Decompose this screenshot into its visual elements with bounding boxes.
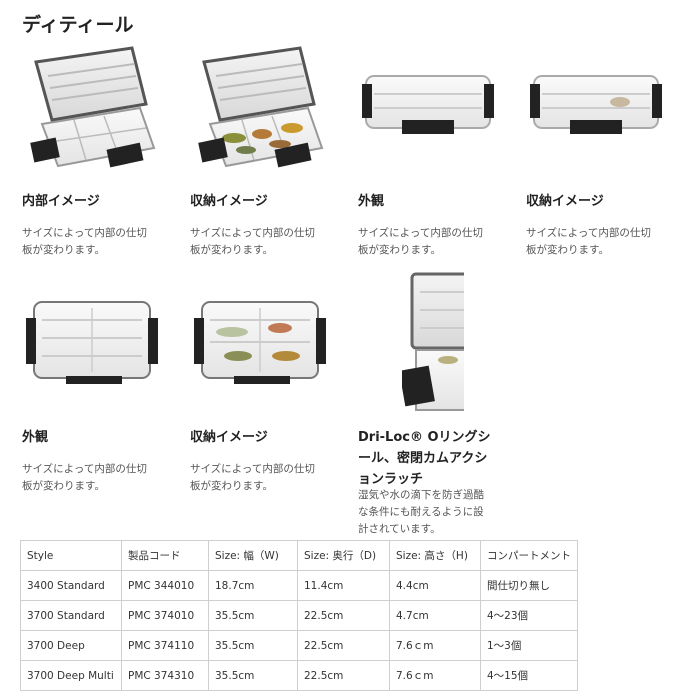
- table-header-cell: Size: 高さ（H): [389, 540, 481, 571]
- card-desc: サイズによって内部の仕切板が変わります。: [190, 227, 315, 256]
- photo-closed-box-exterior: [362, 75, 494, 134]
- photo-open-box-storage: [198, 46, 324, 168]
- table-cell: 35.5cm: [208, 660, 298, 691]
- photo-open-box-interior: [30, 46, 156, 168]
- table-cell: 3700 Standard: [20, 600, 122, 631]
- table-row: 3700 Deep Multi PMC 374310 35.5cm 22.5cm…: [20, 660, 578, 691]
- table-cell: 7.6ｃm: [389, 660, 481, 691]
- card-title: 外観: [358, 194, 385, 209]
- spec-table: Style 製品コード Size: 幅（W) Size: 奥行（D) Size:…: [20, 540, 578, 691]
- photo-top-view-storage: [194, 301, 326, 384]
- table-cell: 4.4cm: [389, 570, 481, 601]
- table-cell: 22.5cm: [297, 630, 390, 661]
- card-title: 収納イメージ: [190, 194, 268, 209]
- table-cell: 35.5cm: [208, 600, 298, 631]
- table-cell: PMC 374010: [121, 600, 209, 631]
- card-title: Dri-Loc® Oリングシール、密閉カムアクションラッチ: [358, 430, 491, 487]
- table-cell: 1〜3個: [480, 630, 578, 661]
- card-desc: サイズによって内部の仕切板が変わります。: [526, 227, 651, 256]
- table-cell: 4.7cm: [389, 600, 481, 631]
- table-header-cell: 製品コード: [121, 540, 209, 571]
- card-title: 収納イメージ: [526, 194, 604, 209]
- card-desc: サイズによって内部の仕切板が変わります。: [358, 227, 483, 256]
- table-header-cell: Size: 奥行（D): [297, 540, 390, 571]
- table-cell: 4〜15個: [480, 660, 578, 691]
- photo-dri-loc-latch: [402, 272, 464, 411]
- table-cell: 4〜23個: [480, 600, 578, 631]
- table-cell: 7.6ｃm: [389, 630, 481, 661]
- card-title: 収納イメージ: [190, 430, 268, 445]
- card-title: 内部イメージ: [22, 194, 100, 209]
- page-title: ディティール: [22, 14, 134, 36]
- table-header-row: Style 製品コード Size: 幅（W) Size: 奥行（D) Size:…: [20, 540, 578, 571]
- table-header-cell: Size: 幅（W): [208, 540, 298, 571]
- table-cell: 18.7cm: [208, 570, 298, 601]
- photo-closed-box-storage: [530, 75, 662, 134]
- table-row: 3400 Standard PMC 344010 18.7cm 11.4cm 4…: [20, 570, 578, 601]
- table-cell: 3700 Deep Multi: [20, 660, 122, 691]
- table-cell: 3700 Deep: [20, 630, 122, 661]
- table-cell: 22.5cm: [297, 600, 390, 631]
- card-desc: サイズによって内部の仕切板が変わります。: [190, 463, 315, 492]
- table-cell: PMC 344010: [121, 570, 209, 601]
- card-desc: サイズによって内部の仕切板が変わります。: [22, 227, 147, 256]
- photo-top-view-exterior: [26, 301, 158, 384]
- card-desc: サイズによって内部の仕切板が変わります。: [22, 463, 147, 492]
- table-cell: 11.4cm: [297, 570, 390, 601]
- table-header-cell: コンパートメント: [480, 540, 578, 571]
- table-row: 3700 Deep PMC 374110 35.5cm 22.5cm 7.6ｃm…: [20, 630, 578, 661]
- table-cell: 22.5cm: [297, 660, 390, 691]
- table-header-cell: Style: [20, 540, 122, 571]
- table-cell: PMC 374310: [121, 660, 209, 691]
- table-row: 3700 Standard PMC 374010 35.5cm 22.5cm 4…: [20, 600, 578, 631]
- table-cell: PMC 374110: [121, 630, 209, 661]
- card-title: 外観: [22, 430, 49, 445]
- table-cell: 35.5cm: [208, 630, 298, 661]
- table-cell: 間仕切り無し: [480, 570, 578, 601]
- table-cell: 3400 Standard: [20, 570, 122, 601]
- card-desc: 湿気や水の滴下を防ぎ過酷な条件にも耐えるように設計されています。: [358, 489, 484, 535]
